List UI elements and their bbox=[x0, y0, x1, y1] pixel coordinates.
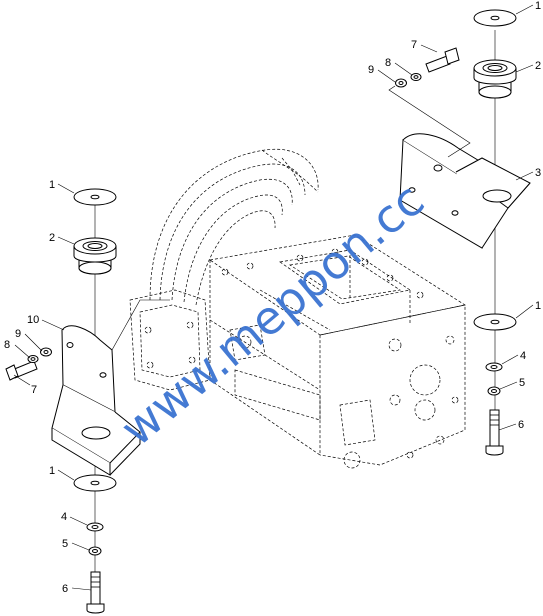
callout-right-mount-top: 2 bbox=[535, 60, 541, 72]
callout-left-washer-top: 1 bbox=[49, 179, 55, 191]
callout-left-mount-top: 2 bbox=[49, 232, 55, 244]
left-top-washer bbox=[73, 188, 117, 206]
callout-right-small-washer: 4 bbox=[520, 350, 526, 362]
callout-left-bolt: 6 bbox=[62, 583, 68, 595]
callout-left-lockwasher: 8 bbox=[4, 339, 10, 351]
callout-right-lockwasher: 8 bbox=[385, 57, 391, 69]
left-lower-washer bbox=[73, 474, 117, 492]
callout-right-washer-lower: 1 bbox=[535, 300, 541, 312]
right-mount-assembly bbox=[388, 9, 531, 456]
left-bracket bbox=[51, 299, 170, 476]
right-top-washer bbox=[473, 9, 517, 27]
callout-left-spring-washer: 5 bbox=[62, 538, 68, 550]
left-rubber-mount bbox=[73, 237, 117, 275]
watermark-text: www.meppon.cc bbox=[110, 173, 434, 457]
left-mount-assembly bbox=[5, 188, 170, 614]
callout-left-screw: 7 bbox=[31, 384, 37, 396]
right-fasteners bbox=[388, 47, 471, 158]
left-bolt bbox=[86, 571, 105, 614]
callout-leaders bbox=[13, 4, 534, 591]
callout-right-screw: 7 bbox=[411, 39, 417, 51]
callout-left-flatwasher: 9 bbox=[15, 328, 21, 340]
callout-left-bracket: 10 bbox=[27, 314, 39, 326]
callout-right-spring-washer: 5 bbox=[519, 377, 525, 389]
callout-left-small-washer: 4 bbox=[61, 511, 67, 523]
right-bolt bbox=[485, 409, 504, 456]
callout-right-washer-top: 1 bbox=[535, 0, 541, 12]
right-rubber-mount bbox=[473, 59, 517, 99]
callout-labels: 1 2 3 7 8 9 1 4 5 6 1 2 10 9 8 7 1 4 5 6 bbox=[4, 0, 541, 595]
callout-right-bracket: 3 bbox=[535, 167, 541, 179]
right-bracket bbox=[399, 133, 531, 249]
callout-right-flatwasher: 9 bbox=[368, 64, 374, 76]
transmission-housing bbox=[129, 148, 466, 469]
right-lower-washer bbox=[473, 313, 517, 331]
callout-right-bolt: 6 bbox=[518, 419, 524, 431]
left-fasteners bbox=[5, 347, 52, 381]
callout-left-washer-lower: 1 bbox=[49, 465, 55, 477]
